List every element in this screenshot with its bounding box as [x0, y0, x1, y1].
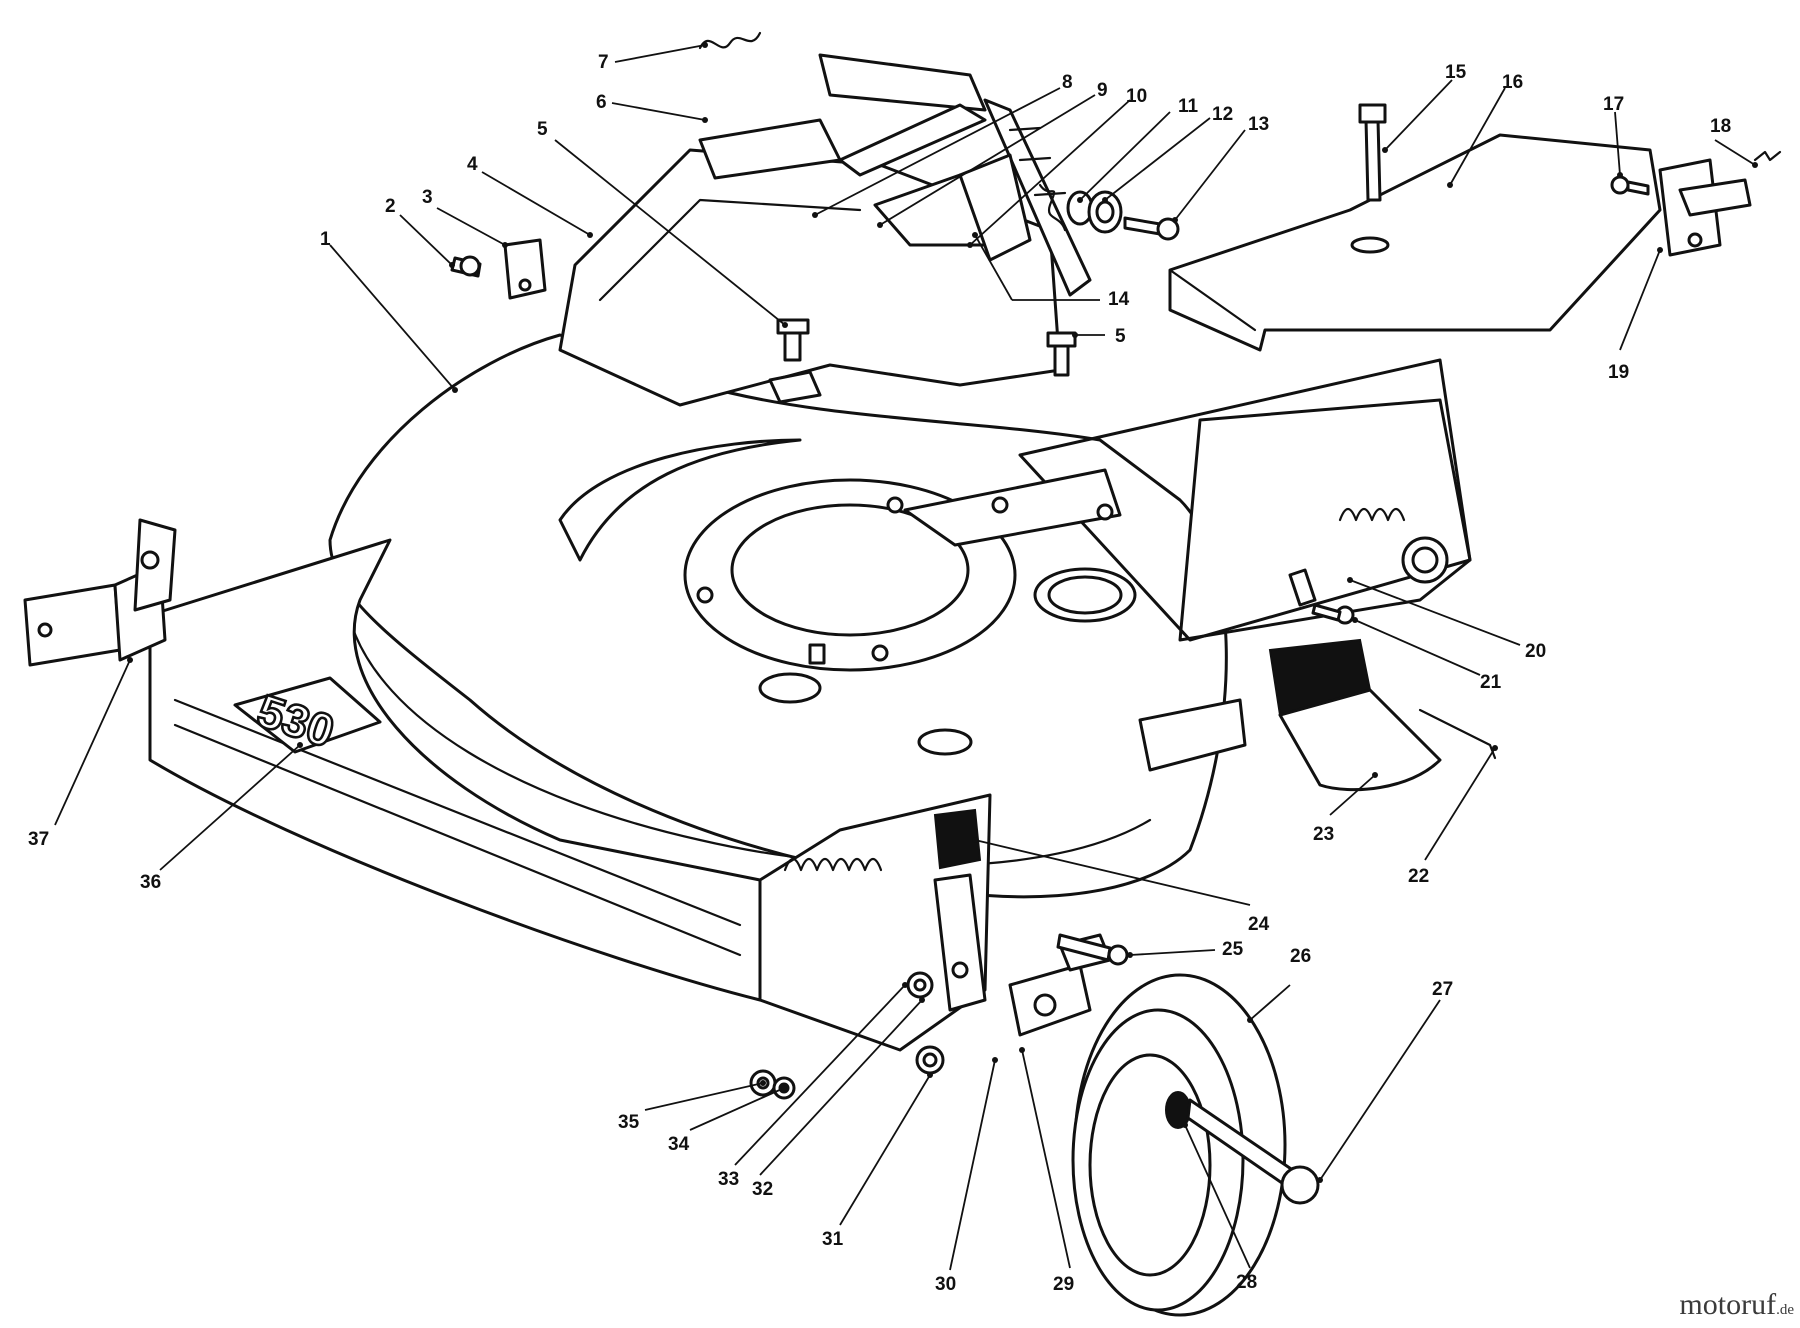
callout-5: 5	[537, 119, 548, 140]
callout-36: 36	[140, 872, 161, 893]
callout-35: 35	[618, 1112, 640, 1133]
callout-7: 7	[598, 52, 609, 73]
callout-8: 8	[1062, 72, 1073, 93]
callout-19: 19	[1608, 362, 1629, 383]
callout-3: 3	[422, 187, 433, 208]
clip-bracket	[450, 238, 547, 300]
callout-1: 1	[320, 229, 331, 250]
callout-numbers: 1 2 3 4 5 6 7 8 9 10 11 12 13 14 5 15 16…	[28, 52, 1731, 1295]
height-adjust-lever	[906, 808, 1129, 1075]
callout-15: 15	[1445, 62, 1467, 83]
callout-26: 26	[1290, 946, 1311, 967]
callout-31: 31	[822, 1229, 844, 1250]
callout-11: 11	[1178, 96, 1199, 117]
handle-assembly	[558, 31, 1180, 407]
nut-and-washer	[749, 1069, 796, 1100]
discharge-deflector	[1168, 103, 1782, 352]
callout-25: 25	[1222, 939, 1244, 960]
callout-22: 22	[1408, 866, 1429, 887]
front-height-bracket	[23, 518, 177, 667]
callout-20: 20	[1525, 641, 1546, 662]
callout-16: 16	[1502, 72, 1523, 93]
callout-17: 17	[1603, 94, 1624, 115]
rear-wheel	[1071, 973, 1320, 1317]
callout-13: 13	[1248, 114, 1269, 135]
callout-29: 29	[1053, 1274, 1074, 1295]
callout-2: 2	[385, 196, 396, 217]
callout-14: 14	[1108, 289, 1130, 310]
callout-12: 12	[1212, 104, 1233, 125]
side-latch	[1288, 536, 1449, 625]
watermark-suffix: .de	[1776, 1302, 1794, 1318]
mower-deck-housing	[148, 333, 1472, 1052]
leader-lines	[54, 42, 1758, 1271]
callout-4: 4	[467, 154, 478, 175]
callout-10: 10	[1126, 86, 1147, 107]
callout-37: 37	[28, 829, 49, 850]
callout-9: 9	[1097, 80, 1108, 101]
callout-21: 21	[1480, 672, 1502, 693]
callout-24: 24	[1248, 914, 1270, 935]
callout-34: 34	[668, 1134, 690, 1155]
watermark-brand: motoruf	[1679, 1288, 1777, 1321]
callout-30: 30	[935, 1274, 956, 1295]
callout-33: 33	[718, 1169, 739, 1190]
rear-flap	[1268, 638, 1497, 792]
callout-6: 6	[596, 92, 607, 113]
site-watermark: motoruf.de	[1679, 1288, 1794, 1322]
callout-5b: 5	[1115, 326, 1126, 347]
callout-23: 23	[1313, 824, 1334, 845]
callout-28: 28	[1236, 1272, 1257, 1293]
callout-18: 18	[1710, 116, 1731, 137]
callout-32: 32	[752, 1179, 773, 1200]
callout-27: 27	[1432, 979, 1453, 1000]
